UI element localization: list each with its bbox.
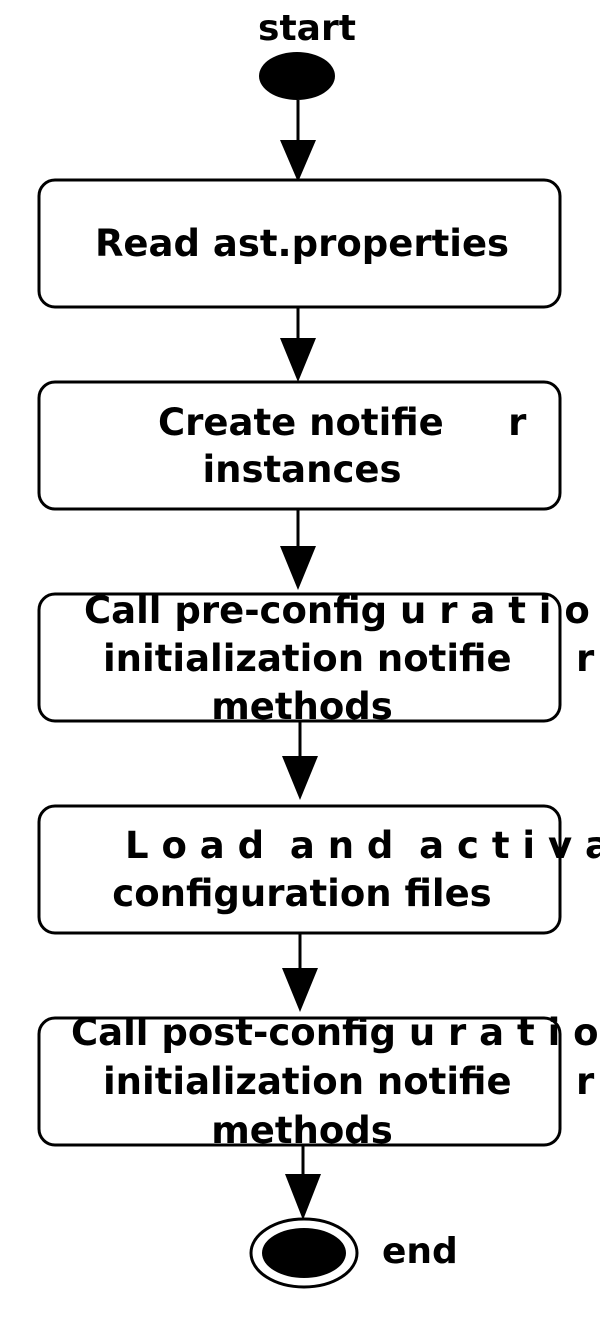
- step-boxes: [37, 178, 562, 1147]
- step-5-line-3: methods: [211, 1109, 393, 1152]
- arrowhead-step1: [280, 140, 316, 182]
- step-2-line-1: Create notifie r: [158, 401, 527, 444]
- step-box-3: [37, 592, 562, 723]
- step-2-line-2: instances: [202, 448, 401, 491]
- step-4-line-1: L o a d a n d a c t i v a t e: [125, 824, 600, 867]
- step-3-line-2: initialization notifie r: [103, 637, 595, 680]
- step-box-5: [37, 1016, 562, 1147]
- arrowhead-end: [285, 1174, 321, 1220]
- step-3-line-3: methods: [211, 685, 393, 728]
- arrowhead-step4: [282, 756, 318, 800]
- end-label: end: [382, 1231, 458, 1272]
- start-label: start: [258, 8, 356, 49]
- step-3-line-1: Call pre-config u r a t i o n: [84, 589, 600, 632]
- step-box-4: [37, 804, 562, 935]
- start-node: [259, 52, 335, 100]
- step-5-line-1: Call post-config u r a t i o n: [71, 1011, 600, 1054]
- step-5-line-2: initialization notifie r: [103, 1060, 595, 1103]
- arrowhead-step5: [282, 968, 318, 1012]
- step-1-line-1: Read ast.properties: [95, 222, 509, 265]
- step-4-line-2: configuration files: [112, 872, 491, 915]
- step-box-1: [37, 178, 562, 309]
- arrowhead-step3: [280, 546, 316, 590]
- step-box-2: [37, 380, 562, 511]
- edges: [280, 100, 321, 1220]
- end-node: [262, 1228, 346, 1278]
- arrowhead-step2: [280, 338, 316, 382]
